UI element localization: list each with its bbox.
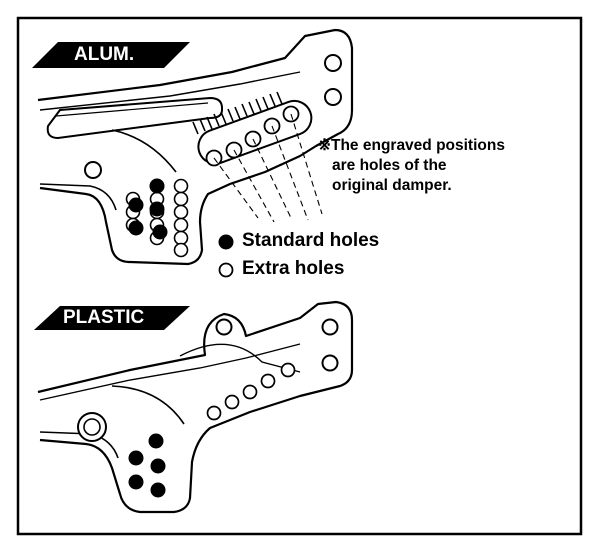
projection-lines: [213, 113, 323, 223]
plastic-badge: [34, 306, 190, 330]
alum-slot: [46, 96, 223, 140]
alum-slot-edge: [55, 102, 209, 117]
plastic-bushing-inner: [83, 418, 101, 436]
alum-part: [37, 28, 354, 266]
plastic-extra-holes: [206, 362, 296, 421]
alum-mount-hole: [324, 88, 342, 106]
engraving-note: ※The engraved positions are holes of the…: [318, 136, 505, 196]
plastic-mount-hole: [215, 318, 233, 336]
legend-extra-label: Extra holes: [242, 258, 345, 279]
plastic-mount-hole: [321, 354, 339, 372]
plastic-badge-label: PLASTIC: [63, 307, 145, 328]
alum-outline: [37, 28, 354, 266]
alum-mount-hole: [84, 161, 102, 179]
outer-border: [16, 16, 583, 536]
plastic-mount-hole: [321, 318, 339, 336]
legend-standard-label: Standard holes: [242, 230, 380, 251]
plastic-contour: [179, 343, 301, 373]
engraved-ticks: [192, 91, 283, 135]
alum-contour: [111, 129, 177, 173]
alum-contour: [39, 71, 301, 111]
note-line: ※The engraved positions: [318, 137, 505, 154]
note-line: original damper.: [332, 177, 452, 194]
plastic-standard-holes: [128, 433, 166, 498]
note-line: are holes of the: [332, 157, 447, 174]
plastic-contour: [39, 343, 301, 401]
alum-badge-label: ALUM.: [74, 44, 135, 65]
alum-standard-holes: [128, 178, 168, 240]
alum-contour: [39, 183, 117, 211]
plastic-outline: [37, 300, 354, 514]
plastic-part: [37, 300, 354, 514]
legend-extra-icon: [218, 262, 234, 278]
alum-badge: [32, 42, 190, 68]
legend-standard-icon: [218, 234, 234, 250]
alum-mount-hole: [324, 54, 342, 72]
plastic-contour: [111, 385, 185, 425]
